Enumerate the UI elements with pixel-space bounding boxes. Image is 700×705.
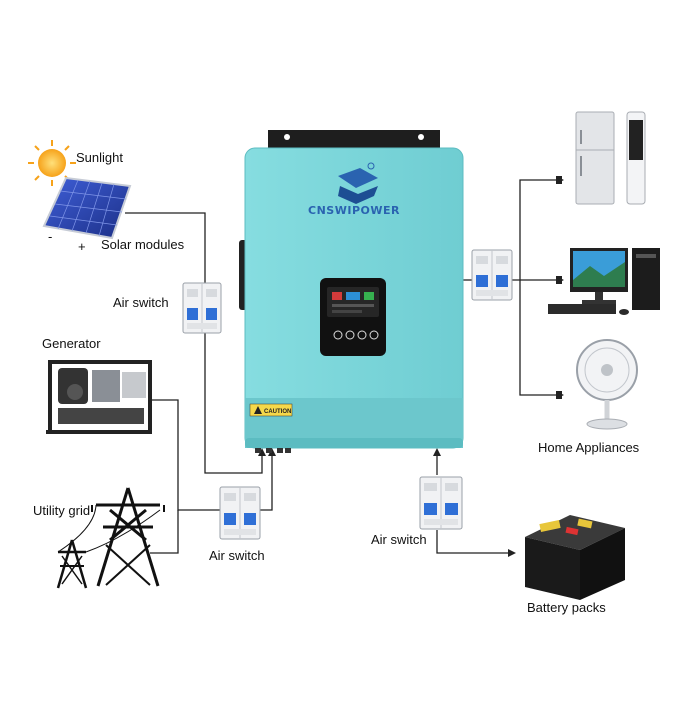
utility-tower-icon <box>56 487 165 589</box>
battery-icon <box>525 515 625 600</box>
air-switch-output-icon <box>471 249 513 301</box>
wire-solar-to-switch <box>125 212 206 285</box>
wire-to-battery <box>436 530 516 557</box>
mounting-bracket <box>268 130 440 148</box>
label-solar-modules: Solar modules <box>101 237 185 252</box>
air-switch-battery-icon <box>419 476 463 530</box>
label-battery-packs: Battery packs <box>527 600 606 615</box>
label-panel-minus: - <box>48 229 53 244</box>
wire-grid <box>150 510 179 554</box>
generator-icon <box>46 360 152 434</box>
label-generator: Generator <box>42 336 101 351</box>
wire-generator <box>150 399 222 511</box>
air-purifier-icon <box>626 111 646 205</box>
wire-solar-switch-to-inverter <box>204 330 266 474</box>
label-air-switch-solar: Air switch <box>113 295 169 310</box>
label-air-switch-grid: Air switch <box>209 548 265 563</box>
label-air-switch-battery: Air switch <box>371 532 427 547</box>
air-switch-grid-icon <box>219 486 261 540</box>
svg-text:CAUTION: CAUTION <box>264 409 291 415</box>
wire-to-fridge <box>512 176 564 281</box>
wires <box>125 176 564 557</box>
caution-label: CAUTION <box>249 403 293 417</box>
wire-grid-switch-to-inverter <box>258 448 276 511</box>
refrigerator-icon <box>575 111 615 205</box>
fan-icon <box>576 339 638 430</box>
inverter: CAUTION CNSWIPOWER <box>239 130 464 453</box>
plug-icons <box>556 176 562 399</box>
air-switch-solar-icon <box>182 282 222 334</box>
computer-icon <box>548 248 660 315</box>
brand-name: CNSWIPOWER <box>308 204 400 217</box>
label-utility-grid: Utility grid <box>33 503 91 518</box>
sun-icon <box>28 140 76 186</box>
label-home-appliances: Home Appliances <box>538 440 640 455</box>
control-display <box>320 278 386 356</box>
label-panel-plus: + <box>78 239 86 254</box>
solar-panel-icon <box>42 176 132 240</box>
wire-to-fan <box>519 280 564 399</box>
label-sunlight: Sunlight <box>76 150 123 165</box>
brand-logo-icon <box>338 162 378 204</box>
